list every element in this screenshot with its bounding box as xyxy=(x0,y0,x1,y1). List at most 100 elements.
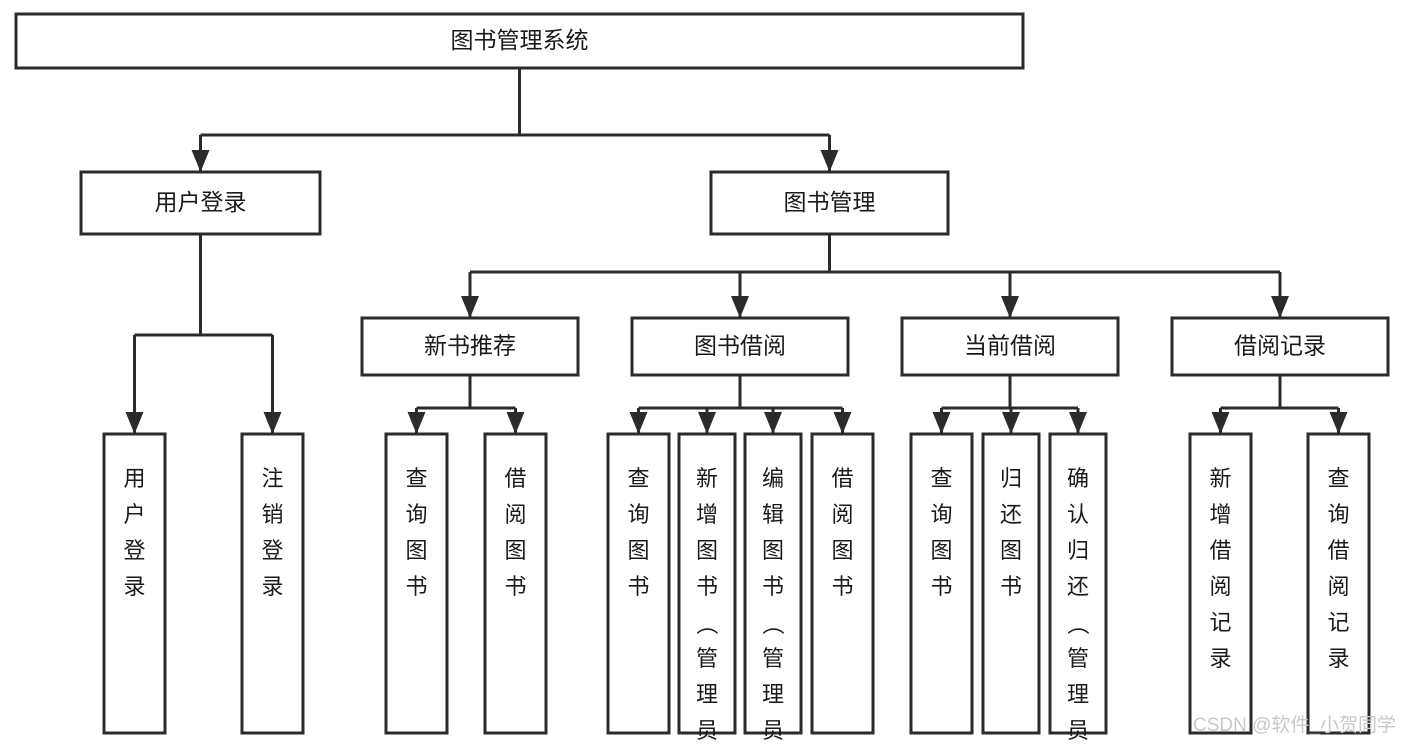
node-label-leaf-logout-login-char-3: 录 xyxy=(261,574,283,599)
node-label-leaf-return-book-char-3: 书 xyxy=(1000,574,1022,599)
node-box-leaf-query-book-rec xyxy=(384,432,449,735)
arrow-head-icon-borrow-record-0 xyxy=(1211,412,1230,434)
node-box-leaf-query-book-borrow xyxy=(606,432,671,735)
node-label-leaf-query-book-rec-char-2: 图 xyxy=(405,538,427,563)
node-label-leaf-add-book-admin-char-2: 图 xyxy=(696,538,718,563)
node-borrow-record[interactable]: 借阅记录 xyxy=(1170,316,1390,377)
node-label-leaf-user-login-char-0: 用 xyxy=(123,466,145,491)
node-new-book-recommend[interactable]: 新书推荐 xyxy=(360,316,580,377)
node-label-leaf-query-book-borrow-char-2: 图 xyxy=(627,538,649,563)
node-leaf-user-login[interactable]: 用户登录 xyxy=(102,432,167,735)
arrow-head-icon-current-borrow-0 xyxy=(932,412,951,434)
node-box-user-login xyxy=(79,170,322,236)
node-label-leaf-query-book-cur-char-0: 查 xyxy=(930,466,952,491)
node-label-leaf-borrow-book-rec-char-3: 书 xyxy=(504,574,526,599)
node-label-leaf-borrow-book-char-3: 书 xyxy=(831,574,853,599)
node-label-leaf-confirm-return-char-7: 员 xyxy=(1067,718,1089,743)
node-label-leaf-return-book-char-2: 图 xyxy=(1000,538,1022,563)
node-label-leaf-edit-book-admin-char-3: 书 xyxy=(762,574,784,599)
connectors-layer xyxy=(125,68,1348,434)
node-current-borrow[interactable]: 当前借阅 xyxy=(900,316,1120,377)
node-label-leaf-borrow-book-char-2: 图 xyxy=(831,538,853,563)
node-label-leaf-query-book-borrow-char-1: 询 xyxy=(627,502,649,527)
node-book-manage[interactable]: 图书管理 xyxy=(709,170,950,236)
arrow-head-icon-book-manage-1 xyxy=(731,296,749,318)
node-user-login[interactable]: 用户登录 xyxy=(79,170,322,236)
node-box-leaf-return-book xyxy=(981,432,1041,735)
node-box-current-borrow xyxy=(900,316,1120,377)
node-label-leaf-query-record-char-5: 录 xyxy=(1327,646,1349,671)
node-label-leaf-query-record-char-0: 查 xyxy=(1327,466,1349,491)
node-label-leaf-confirm-return-char-0: 确 xyxy=(1067,466,1089,491)
node-box-leaf-user-login xyxy=(102,432,167,735)
node-label-book-manage: 图书管理 xyxy=(784,189,876,215)
node-box-leaf-query-record xyxy=(1306,432,1371,735)
node-label-leaf-borrow-book-char-1: 阅 xyxy=(831,502,853,527)
node-box-leaf-logout-login xyxy=(240,432,305,735)
nodes-layer: 图书管理系统用户登录图书管理新书推荐图书借阅当前借阅借阅记录用户登录注销登录查询… xyxy=(14,12,1390,747)
node-label-leaf-borrow-book-rec-char-0: 借 xyxy=(504,466,526,491)
node-box-leaf-query-book-cur xyxy=(909,432,974,735)
node-box-leaf-borrow-book xyxy=(810,432,875,735)
node-label-leaf-confirm-return-char-3: 还 xyxy=(1067,574,1089,599)
node-label-root: 图书管理系统 xyxy=(451,27,589,53)
node-label-book-borrow: 图书借阅 xyxy=(694,333,786,359)
node-label-leaf-logout-login-char-2: 登 xyxy=(261,538,283,563)
node-label-leaf-query-book-cur-char-1: 询 xyxy=(930,502,952,527)
node-label-leaf-logout-login-char-0: 注 xyxy=(261,466,283,491)
node-box-book-manage xyxy=(709,170,950,236)
node-root[interactable]: 图书管理系统 xyxy=(14,12,1025,70)
node-label-leaf-query-book-rec-char-1: 询 xyxy=(405,502,427,527)
arrow-head-icon-user-login-0 xyxy=(125,412,144,434)
node-label-new-book-recommend: 新书推荐 xyxy=(424,333,516,359)
node-label-leaf-edit-book-admin-char-2: 图 xyxy=(762,538,784,563)
csdn-watermark: CSDN @软件_小贺同学 xyxy=(1193,714,1396,736)
node-label-leaf-edit-book-admin-char-0: 编 xyxy=(762,466,784,491)
node-label-leaf-confirm-return-char-1: 认 xyxy=(1067,502,1089,527)
node-label-leaf-edit-book-admin-char-7: 员 xyxy=(762,718,784,743)
node-label-leaf-query-book-cur-char-2: 图 xyxy=(930,538,952,563)
arrow-head-icon-book-borrow-2 xyxy=(764,412,782,434)
node-label-leaf-user-login-char-1: 户 xyxy=(123,502,145,527)
node-label-leaf-confirm-return-char-6: 理 xyxy=(1067,682,1089,707)
node-label-leaf-query-book-borrow-char-0: 查 xyxy=(627,466,649,491)
node-label-leaf-add-record-char-2: 借 xyxy=(1209,538,1231,563)
arrow-head-icon-root-1 xyxy=(820,150,839,172)
node-label-leaf-add-record-char-5: 录 xyxy=(1209,646,1231,671)
node-box-borrow-record xyxy=(1170,316,1390,377)
node-label-leaf-confirm-return-char-4: （ xyxy=(1065,613,1090,635)
node-book-borrow[interactable]: 图书借阅 xyxy=(630,316,850,377)
arrow-head-icon-book-borrow-0 xyxy=(629,412,648,434)
node-label-leaf-add-book-admin-char-0: 新 xyxy=(696,466,718,491)
node-label-leaf-add-record-char-4: 记 xyxy=(1209,610,1231,635)
node-label-leaf-query-book-rec-char-3: 书 xyxy=(405,574,427,599)
arrow-head-icon-book-borrow-3 xyxy=(833,412,852,434)
arrow-head-icon-book-manage-2 xyxy=(1001,296,1019,318)
node-box-leaf-borrow-book-rec xyxy=(483,432,548,735)
node-label-leaf-add-book-admin-char-5: 管 xyxy=(696,646,718,671)
arrow-head-icon-current-borrow-1 xyxy=(1002,412,1020,434)
node-box-leaf-edit-book-admin xyxy=(743,432,803,735)
node-label-leaf-edit-book-admin-char-6: 理 xyxy=(762,682,784,707)
node-label-leaf-add-record-char-1: 增 xyxy=(1209,502,1231,527)
node-label-leaf-confirm-return-char-5: 管 xyxy=(1067,646,1089,671)
arrow-head-icon-borrow-record-1 xyxy=(1329,412,1348,434)
node-label-borrow-record: 借阅记录 xyxy=(1234,333,1326,359)
node-label-leaf-logout-login-char-1: 销 xyxy=(261,502,283,527)
node-label-leaf-edit-book-admin-char-1: 辑 xyxy=(762,502,784,527)
node-label-leaf-confirm-return-char-2: 归 xyxy=(1067,538,1089,563)
